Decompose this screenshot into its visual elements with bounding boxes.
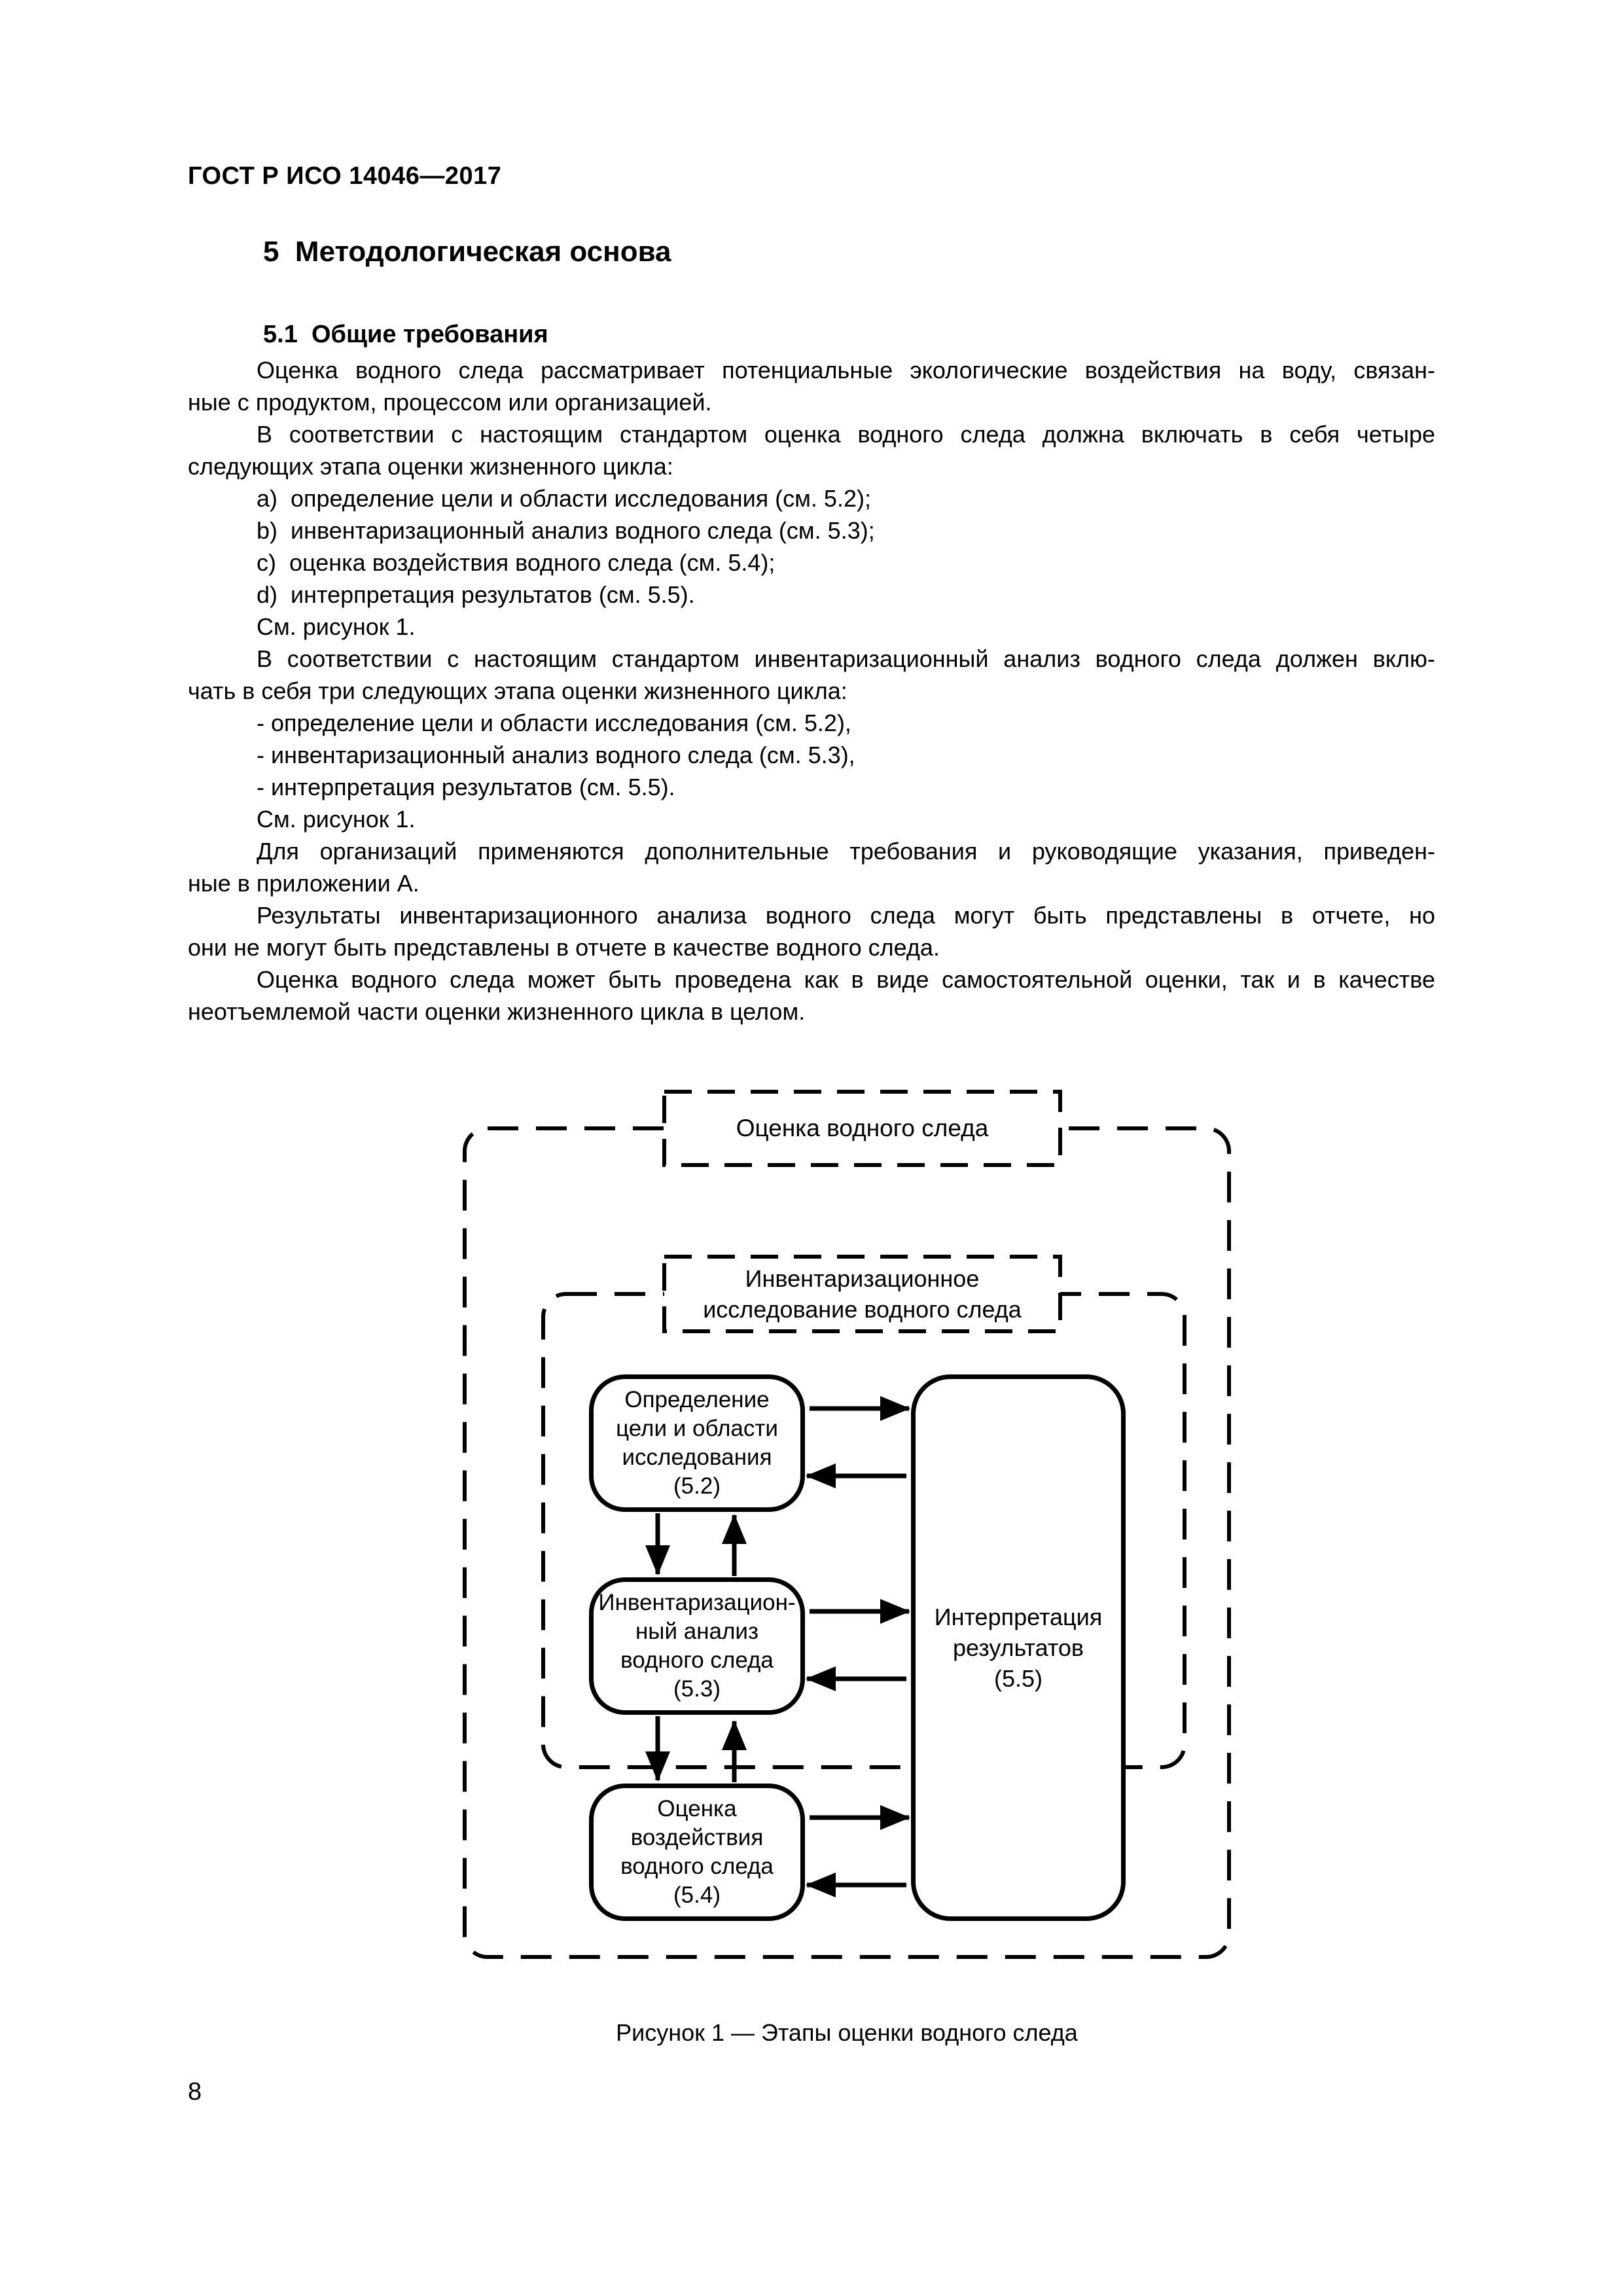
body-line: чать в себя три следующих этапа оценки ж… bbox=[188, 677, 847, 704]
body-line: Оценка водного следа может быть проведен… bbox=[257, 966, 1435, 993]
body-list-item: d) интерпретация результатов (см. 5.5). bbox=[257, 581, 695, 608]
body-line: неотъемлемой части оценки жизненного цик… bbox=[188, 998, 806, 1025]
figure-caption: Рисунок 1 — Этапы оценки водного следа bbox=[616, 2019, 1078, 2046]
body-list-item: - инвентаризационный анализ водного след… bbox=[257, 742, 855, 768]
figure-interpretation-line: (5.5) bbox=[993, 1665, 1043, 1692]
figure-impact-assessment-line: (5.4) bbox=[673, 1882, 721, 1908]
figure-goal-scope-line: исследования bbox=[622, 1444, 772, 1470]
figure-inventory-study-label-line: Инвентаризационное bbox=[745, 1265, 980, 1292]
body-line: См. рисунок 1. bbox=[257, 613, 416, 640]
figure-interpretation-box: Интерпретация результатов (5.5) bbox=[911, 1374, 1126, 1921]
body-list-item: c) оценка воздействия водного следа (см.… bbox=[257, 549, 776, 576]
figure-goal-scope-line: Определение bbox=[624, 1387, 770, 1412]
body-line: ные в приложении А. bbox=[188, 870, 419, 897]
figure-impact-assessment-box: Оценка воздействия водного следа (5.4) bbox=[589, 1784, 805, 1921]
body-text: Оценка водного следа рассматривает потен… bbox=[188, 354, 1435, 1028]
page-number: 8 bbox=[188, 2078, 202, 2106]
figure-interpretation-line: результатов bbox=[952, 1634, 1084, 1661]
body-line: См. рисунок 1. bbox=[257, 806, 416, 833]
body-list-item: b) инвентаризационный анализ водного сле… bbox=[257, 517, 875, 544]
figure-goal-scope-box: Определение цели и области исследования … bbox=[589, 1374, 805, 1512]
figure-impact-assessment-line: Оценка bbox=[657, 1796, 737, 1821]
body-list-item: - определение цели и области исследовани… bbox=[257, 709, 851, 736]
body-line: Результаты инвентаризационного анализа в… bbox=[257, 902, 1435, 929]
figure-inventory-analysis-line: Инвентаризацион- bbox=[598, 1590, 796, 1615]
figure-inventory-analysis-box: Инвентаризацион- ный анализ водного след… bbox=[589, 1577, 805, 1715]
document-header: ГОСТ Р ИСО 14046—2017 bbox=[188, 162, 502, 190]
body-list-item: a) определение цели и области исследован… bbox=[257, 485, 871, 512]
figure-goal-scope-line: (5.2) bbox=[673, 1473, 721, 1499]
figure-impact-assessment-line: водного следа bbox=[620, 1854, 774, 1879]
figure-inventory-study-box: Инвентаризационное исследование водного … bbox=[664, 1257, 1060, 1331]
figure-impact-assessment-line: воздействия bbox=[630, 1825, 764, 1850]
section-heading: 5 Методологическая основа bbox=[263, 236, 671, 268]
body-line: Для организаций применяются дополнительн… bbox=[257, 838, 1435, 865]
body-line: В соответствии с настоящим стандартом оц… bbox=[257, 421, 1435, 448]
body-line: они не могут быть представлены в отчете … bbox=[188, 934, 940, 961]
figure-inventory-analysis-line: (5.3) bbox=[673, 1676, 721, 1702]
figure-interpretation-line: Интерпретация bbox=[934, 1604, 1103, 1630]
figure-top-box-label: Оценка водного следа bbox=[736, 1115, 989, 1141]
figure-inventory-analysis-line: ный анализ bbox=[635, 1619, 759, 1644]
figure-inventory-analysis-line: водного следа bbox=[620, 1647, 774, 1673]
figure-top-box: Оценка водного следа bbox=[664, 1092, 1060, 1165]
body-line: следующих этапа оценки жизненного цикла: bbox=[188, 453, 673, 480]
body-list-item: - интерпретация результатов (см. 5.5). bbox=[257, 774, 675, 800]
subsection-heading: 5.1 Общие требования bbox=[263, 321, 548, 348]
figure-inventory-study-label-line: исследование водного следа bbox=[703, 1296, 1022, 1323]
body-line: В соответствии с настоящим стандартом ин… bbox=[257, 645, 1435, 672]
body-line: Оценка водного следа рассматривает потен… bbox=[257, 357, 1435, 384]
body-line: ные с продуктом, процессом или организац… bbox=[188, 389, 712, 416]
figure-goal-scope-line: цели и области bbox=[616, 1416, 778, 1441]
